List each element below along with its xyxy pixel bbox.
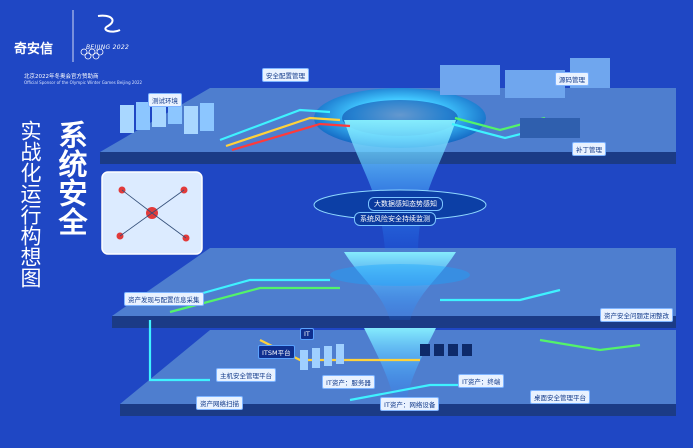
label-it-server: IT资产：服务器 bbox=[322, 375, 375, 389]
label-test-env: 测试环境 bbox=[148, 93, 182, 107]
label-asset-issue: 资产安全问题定闭整改 bbox=[600, 308, 673, 322]
label-it-network: IT资产：网络设备 bbox=[380, 397, 440, 411]
label-asset-discovery: 资产发现与配置信息采集 bbox=[124, 292, 204, 306]
page-subtitle: 实战化运行构想图 bbox=[18, 120, 42, 288]
label-continuous-monitoring: 系统风险安全持续监测 bbox=[354, 212, 436, 226]
server-racks-bottom bbox=[300, 344, 472, 370]
page-title: 系统安全 bbox=[54, 120, 88, 236]
label-config-mgmt: 安全配置管理 bbox=[262, 68, 309, 82]
network-map-panel bbox=[101, 171, 203, 255]
sponsor-en: Official Sponsor of the Olympic Winter G… bbox=[24, 80, 143, 85]
label-source-mgmt: 源码管理 bbox=[555, 72, 589, 86]
label-desktop-mgmt: 桌面安全管理平台 bbox=[530, 390, 590, 404]
qianxin-logo: 奇安信 bbox=[14, 42, 54, 57]
beijing-2022-emblem bbox=[80, 14, 121, 60]
beijing-2022-text: BEIJING 2022 bbox=[86, 44, 130, 51]
label-patch-mgmt: 补丁管理 bbox=[572, 142, 606, 156]
label-itsm: ITSM平台 bbox=[258, 345, 295, 359]
label-host-security: 主机安全管理平台 bbox=[216, 368, 276, 382]
label-it-terminal: IT资产：终端 bbox=[458, 374, 505, 388]
server-racks-top bbox=[120, 96, 214, 134]
label-it: IT bbox=[300, 328, 314, 340]
label-situational-awareness: 大数据感知态势感知 bbox=[368, 197, 443, 211]
sponsor-cn: 北京2022年冬奥会官方赞助商 bbox=[24, 74, 99, 80]
label-asset-scan: 资产网络扫描 bbox=[196, 396, 243, 410]
